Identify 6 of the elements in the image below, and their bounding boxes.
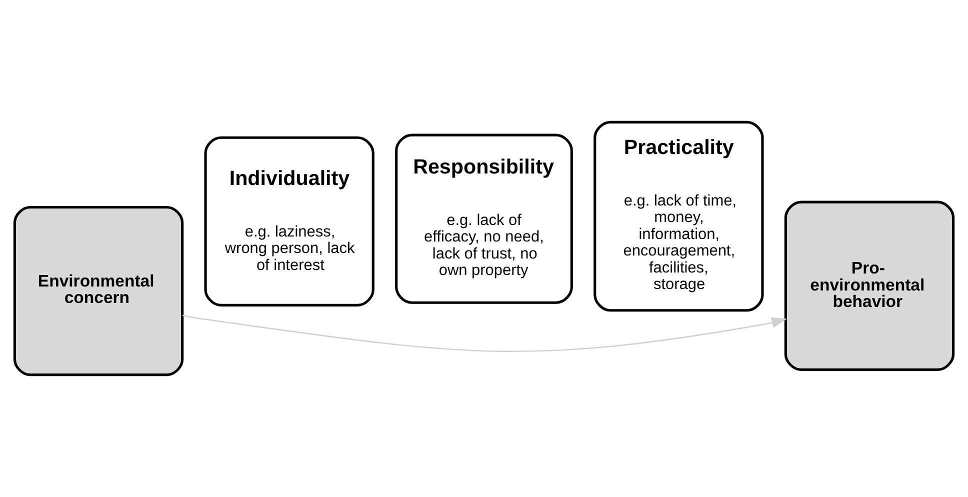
node-box: Individuality e.g. laziness, wrong person, lack of interest — [204, 136, 374, 307]
node-box: Environmental concern — [13, 206, 184, 376]
node-box: Practicality e.g. lack of time, money, information, encouragement, facilities, storage — [594, 120, 764, 312]
node-box: Pro-environmental behavior — [784, 200, 955, 371]
arrow — [182, 314, 788, 352]
node-box: Responsibility e.g. lack of efficacy, no need, lack of trust, no own property — [395, 134, 573, 304]
